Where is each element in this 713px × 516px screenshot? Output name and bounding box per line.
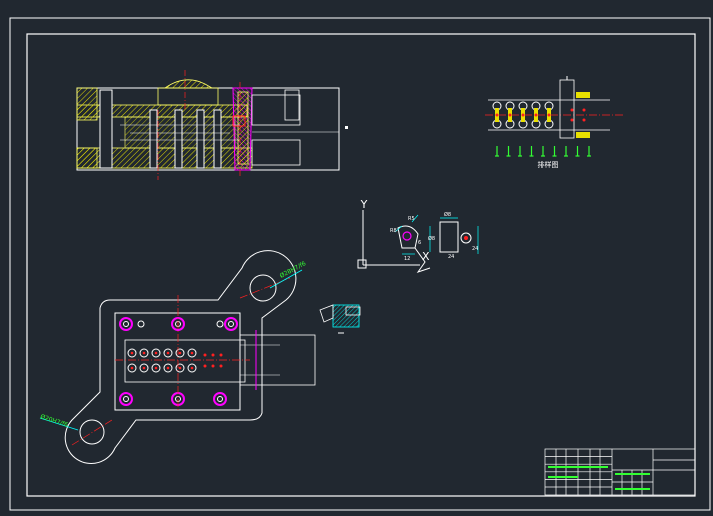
plan-pilot-mark [203, 364, 207, 368]
plan-part-hole [163, 348, 173, 358]
plan-part-mark [130, 351, 134, 355]
plan-part-hole [151, 363, 161, 373]
plan-part-hole [175, 363, 185, 373]
screw-hole-inner [123, 321, 129, 327]
dowel-hole [137, 320, 145, 328]
insert-section-detail [319, 304, 361, 334]
dim-mid: 6 [418, 240, 421, 246]
screw-hole [213, 392, 227, 406]
plan-part-hole [187, 348, 197, 358]
screw-hole [119, 392, 133, 406]
strip-pilot-mark [570, 108, 574, 112]
strip-center-mark [495, 113, 499, 117]
drawing-frame [9, 17, 711, 511]
plan-pilot-mark [219, 364, 223, 368]
plan-part-mark [178, 351, 182, 355]
ucs-axis-icon: Y X [357, 198, 430, 269]
dowel-hole [216, 320, 224, 328]
plan-part-mark [154, 366, 158, 370]
dim-top: Ø8 [444, 211, 451, 218]
strip-pilot-mark [570, 118, 574, 122]
plan-pilot-mark [203, 353, 207, 357]
pin-annotation: Ø20H7/f6 [39, 413, 69, 429]
plan-part-hole [127, 348, 137, 358]
strip-center-mark [534, 113, 538, 117]
strip-pilot-mark [582, 118, 586, 122]
strip-center-mark [508, 113, 512, 117]
hole-annotation: Ø28H7/f6 [279, 260, 308, 280]
plan-pilot-mark [211, 364, 215, 368]
plan-part-mark [190, 366, 194, 370]
dim-w2: 24 [448, 254, 454, 260]
screw-hole [224, 317, 238, 331]
dim-w1: 12 [404, 256, 410, 262]
strip-center-mark [547, 113, 551, 117]
dim-h1: 24 [472, 246, 478, 252]
axis-x-label: X [422, 250, 430, 263]
die-assembly-section-view [76, 70, 348, 180]
plan-part-mark [166, 366, 170, 370]
plan-part-hole [175, 348, 185, 358]
plan-part-mark [166, 351, 170, 355]
plan-part-hole [127, 363, 137, 373]
plan-part-mark [142, 351, 146, 355]
plan-part-mark [178, 366, 182, 370]
title-block [544, 448, 696, 496]
dim-h2: Ø8 [428, 235, 435, 242]
plan-part-hole [139, 348, 149, 358]
plan-pilot-mark [219, 353, 223, 357]
plan-part-mark [130, 366, 134, 370]
plan-part-hole [187, 363, 197, 373]
part-detail-drawing: Ø8 R8 R5 6 12 24 24 Ø8 [390, 211, 478, 273]
plan-part-hole [163, 363, 173, 373]
screw-hole-inner [123, 396, 129, 402]
plan-part-hole [139, 363, 149, 373]
dim-r2: R5 [408, 216, 415, 222]
plan-part-mark [142, 366, 146, 370]
plan-part-mark [190, 351, 194, 355]
strip-layout-caption: 排样图 [538, 160, 559, 169]
strip-center-mark [521, 113, 525, 117]
screw-hole [119, 317, 133, 331]
screw-hole-inner [217, 396, 223, 402]
screw-hole-inner [228, 321, 234, 327]
strip-layout-view: 排样图 [485, 76, 625, 169]
plan-part-hole [151, 348, 161, 358]
plan-pilot-mark [211, 353, 215, 357]
plan-part-mark [154, 351, 158, 355]
axis-y-label: Y [360, 198, 368, 211]
strip-pilot-mark [582, 108, 586, 112]
die-plan-view: Ø28H7/f6 Ø20H7/f6 [39, 250, 316, 464]
dim-r1: R8 [390, 228, 397, 234]
